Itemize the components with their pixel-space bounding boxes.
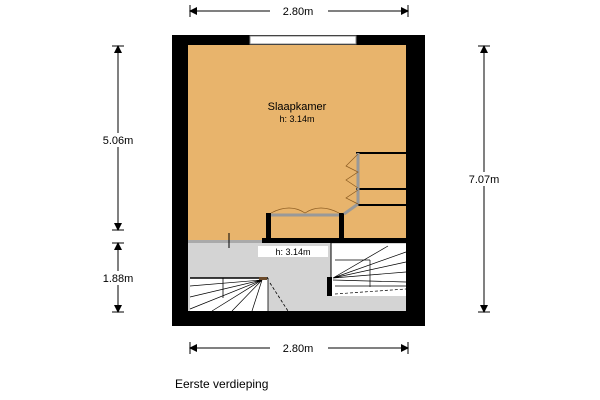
hall-label-bg [258,246,328,257]
room-name: Slaapkamer [268,101,327,113]
dimension-top [189,5,409,17]
dimension-bottom [189,342,409,354]
staircase-left [189,277,289,312]
dimension-left-upper-label: 5.06m [103,135,134,147]
dimension-left-lower-label: 1.88m [103,273,134,285]
room-slaapkamer [188,45,406,240]
cabinet-door [343,202,359,216]
door-opening [188,240,262,243]
floor-caption: Eerste verdieping [175,377,269,391]
staircase-right [327,243,407,296]
cabinet-line [356,188,406,190]
window [249,35,357,45]
cabinet-door-swing [345,153,359,205]
closet-door-swing [270,207,340,214]
room-height: h: 3.14m [279,114,314,124]
hall-height: h: 3.14m [275,247,310,257]
closet-wall [266,213,271,240]
dimension-right-label: 7.07m [469,174,500,186]
dimension-bottom-label: 2.80m [283,343,314,355]
closet-wall [339,213,344,240]
interior-wall [262,238,406,243]
dimension-top-label: 2.80m [283,6,314,18]
cabinet-line [356,204,406,206]
cabinet-line [356,152,406,154]
